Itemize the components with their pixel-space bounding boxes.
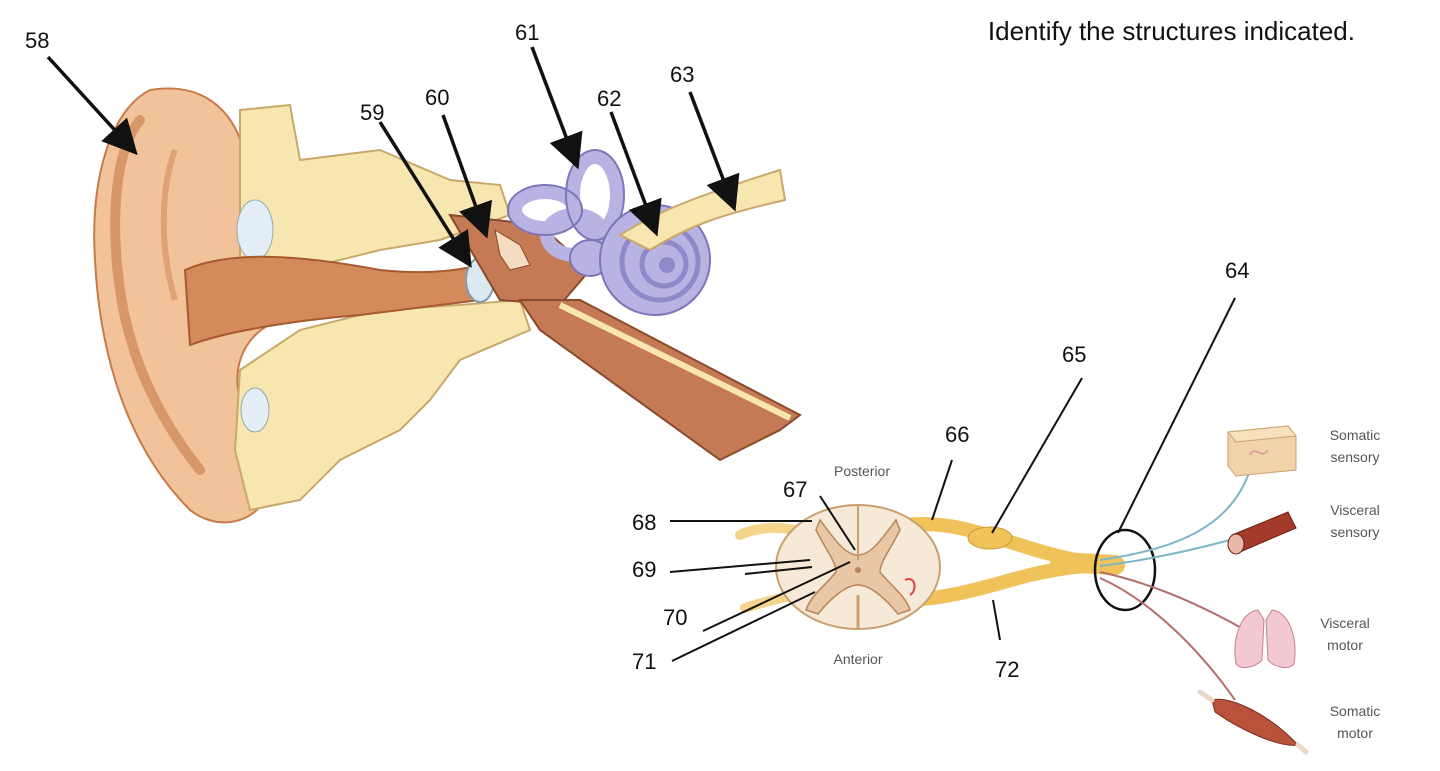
muscle-icon bbox=[1197, 689, 1309, 755]
somatic-sensory-fiber bbox=[1099, 469, 1251, 561]
somatic-motor-line2: motor bbox=[1337, 725, 1373, 741]
ear-illustration bbox=[93, 87, 802, 524]
visceral-sensory-line2: sensory bbox=[1330, 524, 1379, 540]
ear-number-labels: 58 59 60 61 62 63 bbox=[25, 20, 694, 125]
target-labels: Somatic sensory Visceral sensory Viscera… bbox=[1320, 427, 1380, 741]
label-71: 71 bbox=[632, 649, 656, 674]
label-63: 63 bbox=[670, 62, 694, 87]
posterior-label: Posterior bbox=[834, 463, 890, 479]
visceral-sensory-line1: Visceral bbox=[1330, 502, 1380, 518]
anterior-label: Anterior bbox=[833, 651, 882, 667]
ossicles bbox=[494, 228, 531, 271]
label-61: 61 bbox=[515, 20, 539, 45]
nerve-number-labels: 64 65 66 67 68 69 70 71 72 bbox=[632, 258, 1249, 682]
label-65: 65 bbox=[1062, 342, 1086, 367]
somatic-sensory-line1: Somatic bbox=[1330, 427, 1381, 443]
ear-pointer-arrows bbox=[46, 46, 740, 268]
label-67: 67 bbox=[783, 477, 807, 502]
label-72: 72 bbox=[995, 657, 1019, 682]
label-68: 68 bbox=[632, 510, 656, 535]
spinal-cord-section bbox=[775, 504, 941, 630]
label-60: 60 bbox=[425, 85, 449, 110]
label-66: 66 bbox=[945, 422, 969, 447]
tube-cartilage bbox=[558, 302, 792, 421]
label-69: 69 bbox=[632, 557, 656, 582]
nerve-ring bbox=[1093, 528, 1157, 612]
spinal-nerve-illustration: Somatic sensory Visceral sensory Viscera… bbox=[735, 425, 1380, 755]
visceral-motor-fiber bbox=[1099, 571, 1246, 631]
label-64: 64 bbox=[1225, 258, 1249, 283]
lower-air-cell bbox=[240, 387, 270, 433]
eustachian-tube bbox=[518, 299, 802, 462]
nerve-pointer-lines bbox=[669, 297, 1236, 662]
mastoid-air-cell bbox=[236, 199, 274, 261]
label-62: 62 bbox=[597, 86, 621, 111]
lungs-icon bbox=[1234, 609, 1296, 668]
helix-fold bbox=[110, 115, 205, 475]
label-70: 70 bbox=[663, 605, 687, 630]
somatic-sensory-line2: sensory bbox=[1330, 449, 1379, 465]
temporal-bone-lower bbox=[233, 298, 532, 512]
label-59: 59 bbox=[360, 100, 384, 125]
blood-vessel-icon bbox=[1227, 511, 1297, 555]
visceral-sensory-fiber bbox=[1099, 539, 1231, 567]
antihelix bbox=[160, 148, 178, 301]
somatic-motor-line1: Somatic bbox=[1330, 703, 1381, 719]
page-title: Identify the structures indicated. bbox=[988, 16, 1355, 46]
label-58: 58 bbox=[25, 28, 49, 53]
dorsal-root-ganglion bbox=[967, 526, 1013, 550]
visceral-motor-line1: Visceral bbox=[1320, 615, 1370, 631]
somatic-motor-fiber bbox=[1099, 577, 1236, 701]
skin-block-icon bbox=[1227, 425, 1297, 477]
visceral-motor-line2: motor bbox=[1327, 637, 1363, 653]
